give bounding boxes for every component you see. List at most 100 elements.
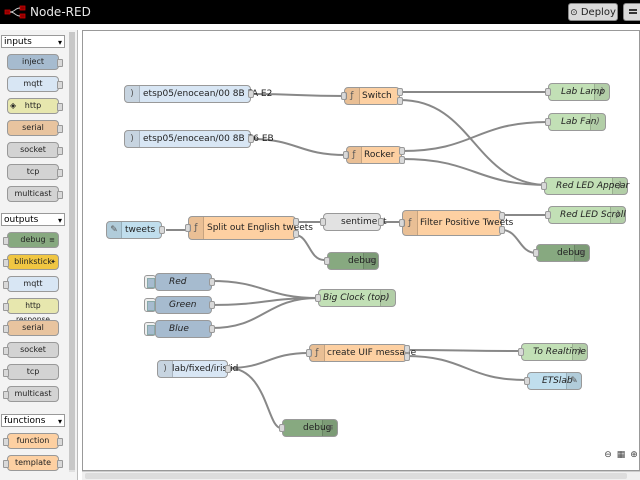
- palette-node-mqtt-in[interactable]: mqtt: [7, 76, 63, 92]
- output-node-lab-lamp[interactable]: Lab Lamp ): [545, 83, 610, 101]
- output-node-red-led-scroll[interactable]: Red LED Scroll ): [545, 206, 626, 224]
- input-port[interactable]: [545, 88, 551, 96]
- palette-category-functions[interactable]: functions ▾: [1, 414, 65, 427]
- inject-node-green[interactable]: Green: [144, 296, 215, 314]
- palette-node-blinkstick[interactable]: blinkstick ✦: [3, 254, 59, 270]
- list-icon: ≡: [322, 420, 337, 436]
- grid-icon[interactable]: ▦: [616, 450, 626, 460]
- output-node-red-led-appear[interactable]: Red LED Appear ): [541, 177, 630, 195]
- function-node-switch[interactable]: ƒ Switch: [341, 87, 403, 105]
- wave-icon: ): [610, 207, 625, 223]
- output-port[interactable]: [225, 365, 231, 373]
- palette-category-inputs[interactable]: inputs ▾: [1, 35, 65, 48]
- workspace-scrollbar[interactable]: [82, 471, 640, 480]
- palette-node-mqtt-out[interactable]: mqtt: [3, 276, 59, 292]
- debug-node-1[interactable]: debug ≡: [324, 252, 379, 270]
- output-port-2[interactable]: [293, 230, 299, 238]
- mqtt-in-node-iris[interactable]: ) lab/fixed/iris/id: [157, 360, 238, 378]
- mqtt-in-node-enocean-2[interactable]: ) etsp05/enocean/00 8B 76 EB: [124, 130, 274, 148]
- output-port-1[interactable]: [397, 88, 403, 96]
- output-port-2[interactable]: [397, 97, 403, 105]
- input-port[interactable]: [185, 224, 191, 232]
- function-node-create-uif[interactable]: ƒ create UIF message: [306, 344, 416, 362]
- output-port-1[interactable]: [399, 147, 405, 155]
- debug-node-3[interactable]: debug ≡: [279, 419, 338, 437]
- output-port[interactable]: [209, 301, 215, 309]
- input-port[interactable]: [524, 377, 530, 385]
- palette-node-socket-in[interactable]: socket: [7, 142, 63, 158]
- palette-node-http-in[interactable]: ◈ http: [7, 98, 63, 114]
- function-node-rocker[interactable]: ƒ Rocker: [343, 146, 405, 164]
- input-port[interactable]: [541, 182, 547, 190]
- input-port[interactable]: [341, 92, 347, 100]
- output-port-2[interactable]: [404, 353, 410, 361]
- debug-node-2[interactable]: debug ≡: [533, 244, 590, 262]
- input-port[interactable]: [545, 118, 551, 126]
- output-node-lab-fan[interactable]: Lab Fan ): [545, 113, 606, 131]
- input-port[interactable]: [533, 249, 539, 257]
- palette-node-multicast-in[interactable]: multicast: [7, 186, 63, 202]
- palette-node-debug[interactable]: debug ≡: [3, 232, 59, 248]
- input-port[interactable]: [320, 218, 326, 226]
- output-port-1[interactable]: [404, 345, 410, 353]
- zoom-out-icon[interactable]: ⊖: [604, 450, 612, 460]
- wave-icon: ): [572, 344, 587, 360]
- output-port-2[interactable]: [499, 226, 505, 234]
- output-port[interactable]: [378, 218, 384, 226]
- twitter-in-node-tweets[interactable]: ✎ tweets: [106, 221, 165, 239]
- inject-trigger-button[interactable]: [144, 322, 156, 336]
- palette-scrollbar[interactable]: [69, 32, 75, 472]
- palette-node-inject[interactable]: inject: [7, 54, 63, 70]
- output-port[interactable]: [209, 325, 215, 333]
- port: [57, 59, 63, 67]
- category-label: functions: [4, 416, 46, 426]
- node-label: debug: [348, 256, 377, 266]
- palette-node-template[interactable]: template: [3, 455, 63, 471]
- input-port[interactable]: [279, 424, 285, 432]
- palette-node-socket-out[interactable]: socket: [3, 342, 59, 358]
- output-port-1[interactable]: [499, 212, 505, 220]
- zoom-in-icon[interactable]: ⊕: [630, 450, 638, 460]
- mqtt-in-node-enocean-1[interactable]: ) etsp05/enocean/00 8B FA E2: [124, 85, 272, 103]
- sentiment-node[interactable]: sentiment: [320, 213, 387, 231]
- inject-node-blue[interactable]: Blue: [144, 320, 215, 338]
- inject-trigger-button[interactable]: [144, 275, 156, 289]
- output-port[interactable]: [159, 226, 165, 234]
- node-label: Red LED Appear: [556, 181, 630, 191]
- input-port[interactable]: [343, 151, 349, 159]
- input-port[interactable]: [399, 219, 405, 227]
- output-node-big-clock[interactable]: Big Clock (top) ): [315, 289, 396, 307]
- output-port[interactable]: [248, 90, 254, 98]
- wave-icon: ): [158, 361, 173, 377]
- output-port[interactable]: [209, 278, 215, 286]
- inject-node-red[interactable]: Red: [144, 273, 215, 291]
- output-port-2[interactable]: [399, 156, 405, 164]
- output-port-1[interactable]: [293, 218, 299, 226]
- input-port[interactable]: [518, 348, 524, 356]
- palette-node-serial-out[interactable]: serial: [3, 320, 59, 336]
- twitter-out-node-etslab[interactable]: ETSlab ✎: [524, 372, 582, 390]
- port: [3, 460, 9, 468]
- input-port[interactable]: [545, 211, 551, 219]
- inject-trigger-button[interactable]: [144, 298, 156, 312]
- menu-button[interactable]: [623, 3, 640, 21]
- input-port[interactable]: [324, 257, 330, 265]
- input-port[interactable]: [306, 349, 312, 357]
- output-node-to-realtime[interactable]: To Realtime ): [518, 343, 588, 361]
- input-port[interactable]: [315, 294, 321, 302]
- palette-node-tcp-in[interactable]: tcp: [7, 164, 63, 180]
- workspace-scrollbar-thumb[interactable]: [85, 473, 627, 479]
- palette-scrollbar-thumb[interactable]: [69, 32, 75, 470]
- palette-node-function[interactable]: function: [3, 433, 63, 449]
- palette-node-label: inject: [22, 57, 44, 66]
- palette-node-tcp-out[interactable]: tcp: [3, 364, 59, 380]
- palette-node-multicast-out[interactable]: multicast: [3, 386, 59, 402]
- palette-category-outputs[interactable]: outputs ▾: [1, 213, 65, 226]
- output-port[interactable]: [248, 135, 254, 143]
- function-node-filter-positive[interactable]: ƒ Filter Positive Tweets: [399, 210, 513, 236]
- palette-node-http-response[interactable]: http response: [3, 298, 59, 324]
- palette-node-serial-in[interactable]: serial: [7, 120, 63, 136]
- wave-icon: ): [590, 114, 605, 130]
- deploy-button[interactable]: ⊙ Deploy: [568, 3, 618, 21]
- function-node-split-english[interactable]: ƒ Split out English tweets: [185, 216, 313, 240]
